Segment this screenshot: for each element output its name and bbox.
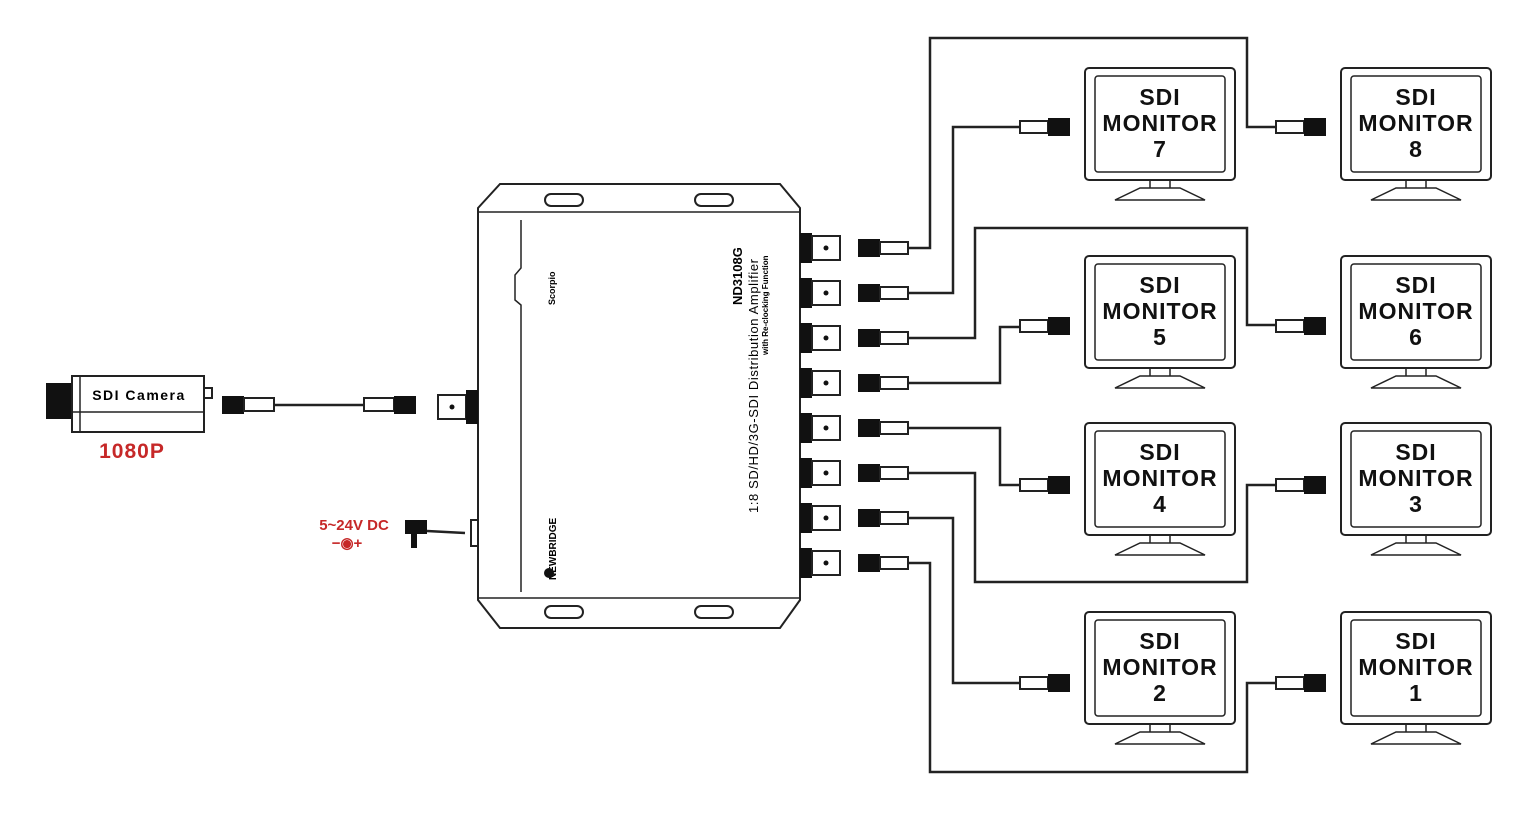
monitor-number: 4 [1153,491,1167,517]
output-port-8 [800,548,812,578]
monitor-input-connector [1048,118,1070,136]
monitor-label: MONITOR [1102,298,1217,324]
monitor-input-connector [1048,476,1070,494]
device-series: Scorpio [547,271,557,305]
output-cables [858,36,1278,774]
sdi-camera: SDI Camera 1080P [46,375,213,463]
cable-route-2 [908,125,1020,295]
output-port-7 [800,503,812,533]
power-adapter: 5~24V DC −◉+ [319,517,480,552]
distribution-amplifier: Scorpio NEWBRIDGE ND3108G 1:8 SD/HD/3G-S… [437,183,841,629]
bnc-connector [858,554,880,572]
monitor-label: SDI [1139,628,1180,654]
monitor-number: 1 [1409,680,1423,706]
monitor-grid: SDIMONITOR7SDIMONITOR8SDIMONITOR5SDIMONI… [1019,67,1492,745]
monitor-number: 6 [1409,324,1423,350]
camera-label: SDI Camera [92,387,186,403]
camera-lens [46,383,72,419]
monitor-label: SDI [1395,272,1436,298]
bnc-connector [858,284,880,302]
monitor-input-connector [1304,476,1326,494]
monitor-label: SDI [1395,628,1436,654]
bnc-connector [858,239,880,257]
monitor-input-connector [1304,317,1326,335]
monitor-label: MONITOR [1102,110,1217,136]
monitor-number: 3 [1409,491,1423,517]
monitor-label: MONITOR [1358,465,1473,491]
output-port-4 [800,368,812,398]
monitor-number: 5 [1153,324,1167,350]
brand-logo-icon [544,568,554,578]
output-port-5 [800,413,812,443]
output-port-3 [800,323,812,353]
bnc-connector [858,374,880,392]
monitor-label: SDI [1395,84,1436,110]
device-brand: NEWBRIDGE [548,517,559,580]
cable-route-3 [908,226,1278,340]
monitor-label: SDI [1139,272,1180,298]
dc-plug-icon [405,520,427,548]
cable-route-7 [908,516,1020,685]
monitor-input-connector [1304,674,1326,692]
monitor-input-connector [1048,317,1070,335]
bnc-connector [858,464,880,482]
power-voltage-label: 5~24V DC [319,517,389,534]
monitor-label: MONITOR [1358,110,1473,136]
monitor-input-connector [1304,118,1326,136]
cable-route-4 [908,325,1020,385]
output-port-6 [800,458,812,488]
bnc-connector [858,329,880,347]
cable-route-1 [908,36,1278,250]
monitor-label: MONITOR [1102,654,1217,680]
cable-route-5 [908,426,1020,487]
output-port-2 [800,278,812,308]
power-polarity-icon: −◉+ [332,535,363,552]
output-port-1 [800,233,812,263]
cable-route-8 [908,561,1278,774]
monitor-input-connector [1048,674,1070,692]
monitor-label: SDI [1139,439,1180,465]
monitor-label: MONITOR [1358,298,1473,324]
monitor-label: SDI [1139,84,1180,110]
camera-resolution: 1080P [99,440,165,463]
input-cable [222,396,416,414]
cable-route-6 [908,471,1278,584]
device-title: 1:8 SD/HD/3G-SDI Distribution Amplifier [746,258,761,513]
monitor-label: MONITOR [1358,654,1473,680]
bnc-connector [858,419,880,437]
monitor-label: SDI [1395,439,1436,465]
monitor-number: 8 [1409,136,1423,162]
monitor-label: MONITOR [1102,465,1217,491]
monitor-number: 2 [1153,680,1167,706]
bnc-connector [858,509,880,527]
device-model: ND3108G [730,247,745,305]
device-subtitle: with Re-clocking Function [761,255,770,356]
monitor-number: 7 [1153,136,1167,162]
